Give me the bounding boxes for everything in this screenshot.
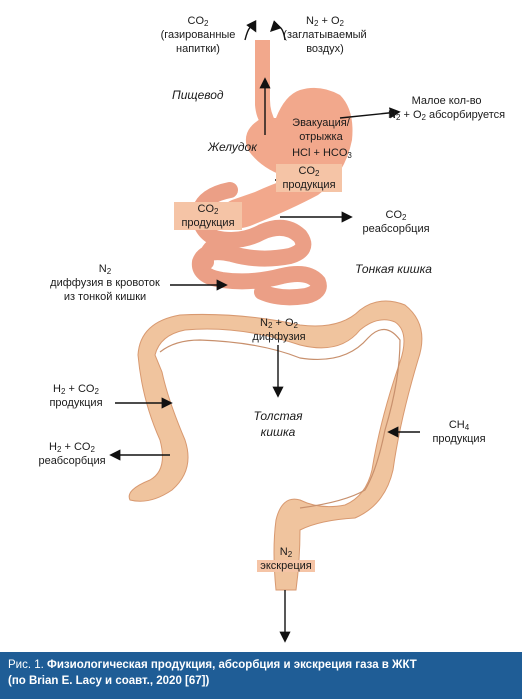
swallowed-air-label: N2 + O2(заглатываемый воздух) — [283, 15, 367, 55]
small-intestine-label: Тонкая кишка — [355, 262, 432, 276]
esophagus-label: Пищевод — [172, 88, 224, 102]
caption-source: (по Brian E. Lacy и соавт., 2020 [67]) — [8, 675, 210, 687]
hcl-hco3-label: HCl + HCO3 — [292, 147, 352, 160]
co2-soda-label: CO2(газированные напитки) — [160, 15, 236, 55]
figure-caption: Рис. 1. Физиологическая продукция, абсор… — [0, 652, 522, 699]
stomach-shape — [221, 87, 353, 229]
caption-title: Физиологическая продукция, абсорбция и э… — [47, 659, 417, 671]
evacuation-label: Эвакуация/ отрыжка — [292, 117, 350, 143]
caption-prefix: Рис. 1. — [8, 659, 44, 671]
colon-shape — [128, 300, 423, 591]
gi-tract-diagram — [109, 19, 423, 643]
small-intestine-shape — [191, 182, 327, 306]
stomach-label: Желудок — [208, 140, 257, 154]
